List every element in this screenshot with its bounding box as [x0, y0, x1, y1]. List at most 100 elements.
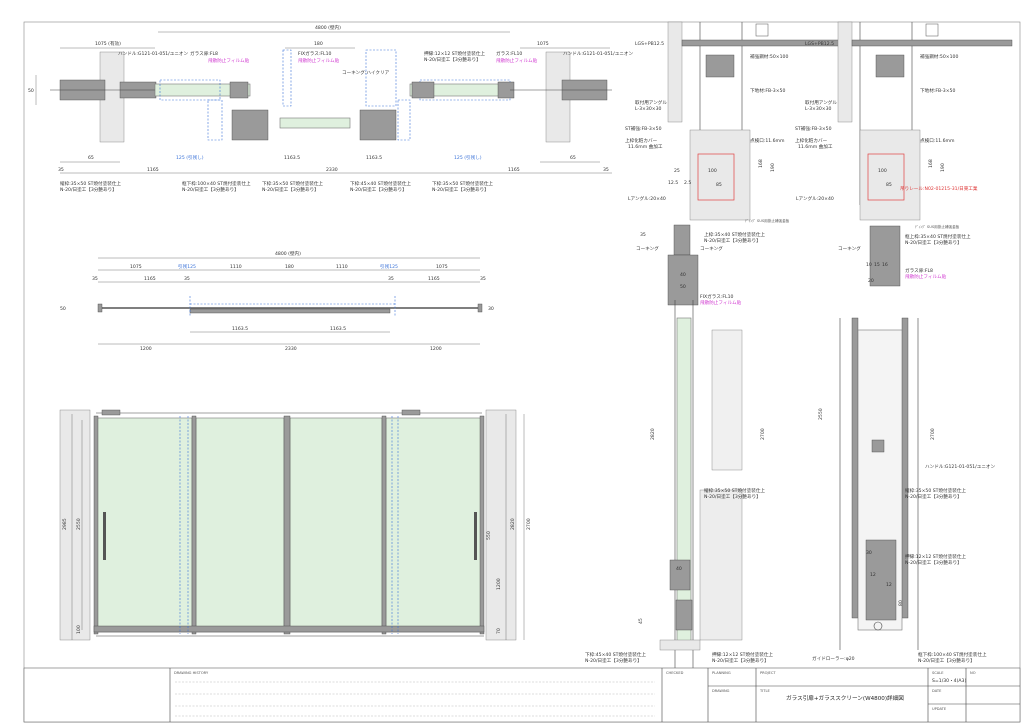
sec-d168b: 168 [928, 159, 934, 168]
glass-door-strip [154, 83, 251, 97]
dim-35-right: 35 [603, 167, 609, 173]
label-tatewaku: 縦枠:35×50 ST焼付塗装仕上 [60, 180, 121, 187]
sec-rail: 吊りレール:N02-01215-31/日東工業 [900, 185, 978, 192]
mid-dim-125-l: 引残125 [178, 263, 196, 270]
sec-d12c: 12 [886, 582, 892, 588]
sec-jouwaku4-b: N-20/日塗工【3分艶あり】 [905, 239, 962, 246]
mid-dim-125-r: 引残125 [380, 263, 398, 270]
dim-4800: 4800 (壁内) [315, 24, 341, 31]
plan-mid-section: 4800 (壁内) 1075 引残125 1110 180 1110 引残125… [60, 250, 494, 352]
sec-d168: 168 [758, 159, 764, 168]
label-caulking: コーキング:ハイクリア [342, 69, 390, 76]
tb-planning: PLANNING [712, 671, 731, 675]
sec-d85b: 85 [886, 182, 892, 188]
mid-dim-35-c: 35 [388, 276, 394, 282]
mid-dim-1110-l: 1110 [230, 264, 242, 270]
sec-d100b: 100 [878, 168, 887, 174]
sec-caulking: コーキング [636, 245, 659, 252]
sec-toritsuke: 取付用アングル [635, 99, 667, 106]
sec-tatewaku-b: N-20/日塗工【3分艶あり】 [704, 493, 761, 500]
sec-hokyo2: 補強鋼材:50×100 [920, 53, 958, 60]
label-shitawaku3: 下枠:35×50 ST焼付塗装仕上 [432, 180, 493, 187]
label-fix-glass: FIXガラス:FL10 [298, 50, 332, 57]
sec-sus2: ﾃﾞｨﾝｸﾞ SUS用掛止補強金板 [915, 224, 960, 229]
sec-d10: 10 [866, 262, 872, 268]
dim-65-left: 65 [88, 155, 94, 161]
mid-dim-1075-r: 1075 [436, 264, 448, 270]
label-shitagamachi: 框下枠:100×40 ST焼付塗装仕上 [182, 180, 251, 187]
sec-sus: ﾃﾞｨﾝｸﾞ SUS用掛止補強金板 [745, 218, 790, 223]
sec-lgs: LGS+PB12.5 [635, 41, 664, 47]
elev-dim-1200: 1200 [496, 578, 502, 590]
vertical-section-left [659, 21, 843, 700]
sec-tatewaku: 縦枠:35×50 ST焼付塗装仕上 [704, 487, 765, 494]
sec-tatewaku2: 縦枠:35×50 ST焼付塗装仕上 [905, 487, 966, 494]
sec-jouwaku2-b: 11.6mm 曲加工 [798, 143, 833, 150]
label-tatewaku-b: N-20/日塗工【3分艶あり】 [60, 186, 117, 193]
mid-dim-35-a: 35 [92, 276, 98, 282]
sec-d20: 20 [868, 278, 874, 284]
sec-d40: 40 [680, 272, 686, 278]
mid-dim-180: 180 [285, 264, 294, 270]
sec-d190: 190 [770, 163, 776, 172]
sec-shitawaku-b: N-20/日塗工【3分艶あり】 [585, 657, 642, 664]
sec-fixglass: FIXガラス:FL10 [700, 293, 734, 300]
sec-shitawaku: 下枠:45×40 ST焼付塗装仕上 [585, 651, 646, 658]
dim-2330: 2330 [326, 167, 338, 173]
sec-d190b: 190 [940, 163, 946, 172]
sec-d2700: 2700 [760, 428, 766, 440]
sec-jouwaku3: 上枠:35×40 ST焼付塗装仕上 [704, 231, 765, 238]
tb-drawing-history: DRAWING HISTORY [174, 671, 209, 675]
mid-dim-1163-l: 1163.5 [232, 326, 248, 332]
sec-d45: 45 [638, 618, 644, 624]
sec-oshibuchi2: 押縁:12×12 ST焼付塗装仕上 [712, 651, 773, 658]
sec-film: 飛散防止フィルム貼 [905, 273, 947, 280]
label-shitawaku2: 下枠:45×40 ST焼付塗装仕上 [350, 180, 411, 187]
sec-d35: 35 [640, 232, 646, 238]
dim-1165-left: 1165 [147, 167, 159, 173]
sec-handle: ハンドル:G121-01-051/ユニオン [925, 464, 996, 470]
tb-title: ガラス引扉+ガラススクリーン(W4800)詳細図 [786, 694, 904, 702]
dim-1163-left: 1163.5 [284, 155, 300, 161]
elev-dim-2820: 2820 [510, 518, 516, 530]
tb-date-label: DATE [932, 689, 942, 693]
sec-kamachi-b: N-20/日塗工【3分艶あり】 [918, 657, 975, 664]
dim-125-right: 125 (引残し) [454, 154, 482, 161]
mid-dim-35-d: 35 [480, 276, 486, 282]
sec-d80: 80 [898, 600, 904, 606]
elev-dim-550: 550 [486, 531, 492, 540]
left-door-glass [95, 417, 193, 633]
sec-guide: ガイドローラー:φ20 [812, 655, 855, 662]
dim-125-left: 125 (引残し) [176, 154, 204, 161]
right-door-glass [385, 417, 483, 633]
handle-left [103, 512, 106, 560]
sec-oshibuchi-b: N-20/日塗工【3分艶あり】 [905, 559, 962, 566]
mid-dim-1165-r: 1165 [428, 276, 440, 282]
mid-dim-35-b: 35 [184, 276, 190, 282]
tb-checked: CHECKED [666, 671, 684, 675]
tb-scale-label: SCALE [932, 671, 944, 675]
elev-dim-2985: 2985 [62, 518, 68, 530]
sec-tenken: 点検口:11.6mm [750, 137, 785, 144]
sec-d2-5: 2.5 [684, 180, 691, 186]
sec-jouwaku-b: 11.6mm 曲加工 [628, 143, 663, 150]
tb-drawing: DRAWING [712, 689, 730, 693]
label-film3: 飛散防止フィルム貼 [496, 57, 538, 64]
tb-no-label: NO [970, 671, 976, 675]
sec-langle: Lアングル:20×40 [628, 195, 666, 202]
sec-tenken2: 点検口:11.6mm [920, 137, 955, 144]
sec-lgs2: LGS+PB12.5 [805, 41, 834, 47]
elev-dim-70: 70 [496, 628, 502, 634]
dim-1163-right: 1163.5 [366, 155, 382, 161]
mid-dim-1110-r: 1110 [336, 264, 348, 270]
vertical-section-right [837, 21, 1013, 650]
label-shitawaku3-b: N-20/日塗工【3分艶あり】 [432, 186, 489, 193]
label-film2: 飛散防止フィルム貼 [298, 57, 340, 64]
label-shitagamachi-b: N-20/日塗工【3分艶あり】 [182, 186, 239, 193]
sec-jouwaku2: 上枠化粧カバー [795, 137, 828, 144]
elev-dim-2550: 2550 [76, 518, 82, 530]
right-fix-glass [289, 417, 383, 633]
sec-glassdoor: ガラス扉:FL8 [905, 267, 933, 274]
guide-roller [873, 621, 883, 631]
